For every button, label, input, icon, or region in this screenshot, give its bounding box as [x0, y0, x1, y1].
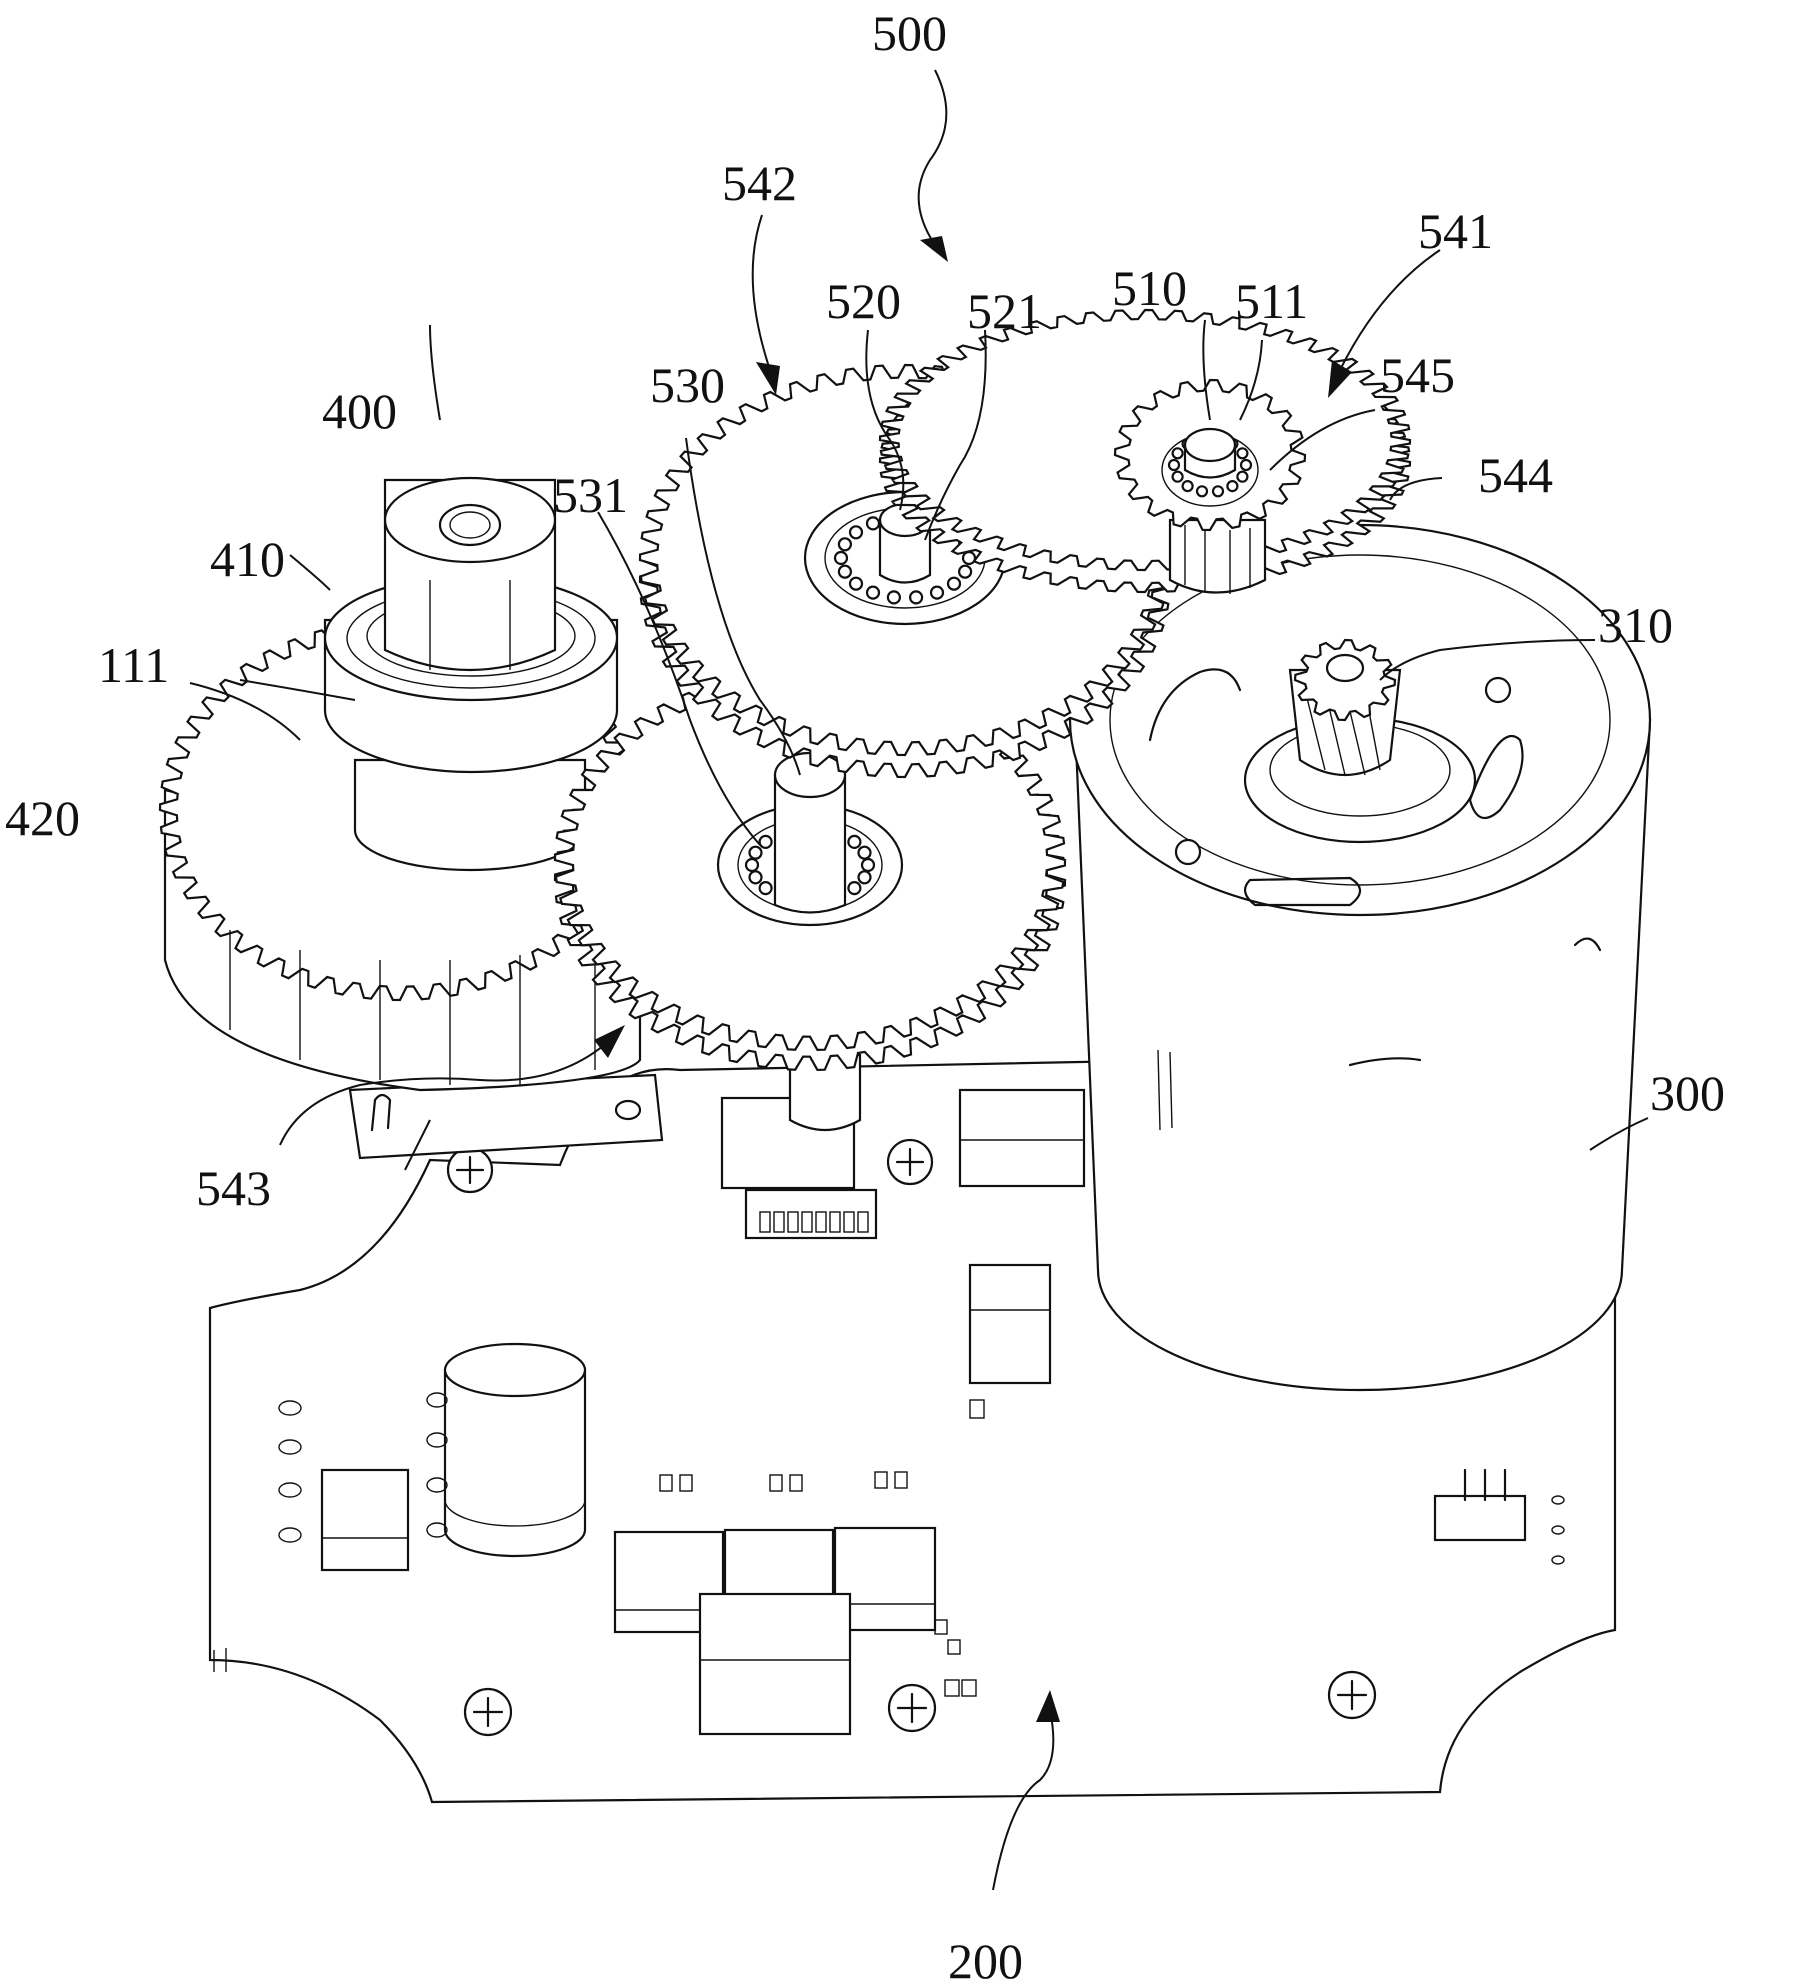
label-544: 544 [1478, 447, 1553, 503]
bearing-ball [750, 847, 762, 859]
bearing-ball [859, 847, 871, 859]
bearing-ball [835, 552, 847, 564]
bearing-ball [1173, 472, 1183, 482]
label-111: 111 [98, 637, 169, 693]
bearing-ball [839, 538, 851, 550]
bearing-ball [1197, 486, 1207, 496]
bearing-ball [888, 591, 900, 603]
bearing-ball [1227, 481, 1237, 491]
label-542: 542 [722, 155, 797, 211]
capacitor [445, 1344, 585, 1556]
bearing-ball [948, 578, 960, 590]
bearing-ball [910, 591, 922, 603]
label-420: 420 [5, 790, 80, 846]
label-541: 541 [1418, 203, 1493, 259]
label-400: 400 [322, 383, 397, 439]
bearing-ball [862, 859, 874, 871]
bearing-ball [848, 882, 860, 894]
bearing-ball [931, 587, 943, 599]
label-310: 310 [1598, 597, 1673, 653]
label-543: 543 [196, 1160, 271, 1216]
bearing-ball [1241, 460, 1251, 470]
label-511: 511 [1235, 273, 1308, 329]
label-200: 200 [948, 1933, 1023, 1985]
bearing-ball [1237, 472, 1247, 482]
bearing-ball [839, 566, 851, 578]
bearing-ball [1237, 448, 1247, 458]
bearing-ball [859, 871, 871, 883]
label-300: 300 [1650, 1065, 1725, 1121]
bearing-ball [959, 566, 971, 578]
motor-pinion-310 [1290, 640, 1400, 775]
bearing-ball [850, 578, 862, 590]
label-545: 545 [1380, 347, 1455, 403]
label-531: 531 [553, 467, 628, 523]
bearing-ball [750, 871, 762, 883]
label-500: 500 [872, 5, 947, 61]
bearing-ball [760, 882, 772, 894]
gear-544 [880, 310, 1410, 594]
bearing-ball [1183, 481, 1193, 491]
label-521: 521 [967, 283, 1042, 339]
bearing-ball [867, 587, 879, 599]
bearing-ball [1173, 448, 1183, 458]
bearing-ball [850, 526, 862, 538]
label-530: 530 [650, 357, 725, 413]
bearing-ball [1213, 486, 1223, 496]
bearing-ball [1169, 460, 1179, 470]
bearing-ball [963, 552, 975, 564]
bearing-ball [760, 836, 772, 848]
bearing-ball [867, 517, 879, 529]
label-410: 410 [210, 531, 285, 587]
label-510: 510 [1112, 260, 1187, 316]
bearing-ball [746, 859, 758, 871]
label-520: 520 [826, 273, 901, 329]
bearing-ball [848, 836, 860, 848]
